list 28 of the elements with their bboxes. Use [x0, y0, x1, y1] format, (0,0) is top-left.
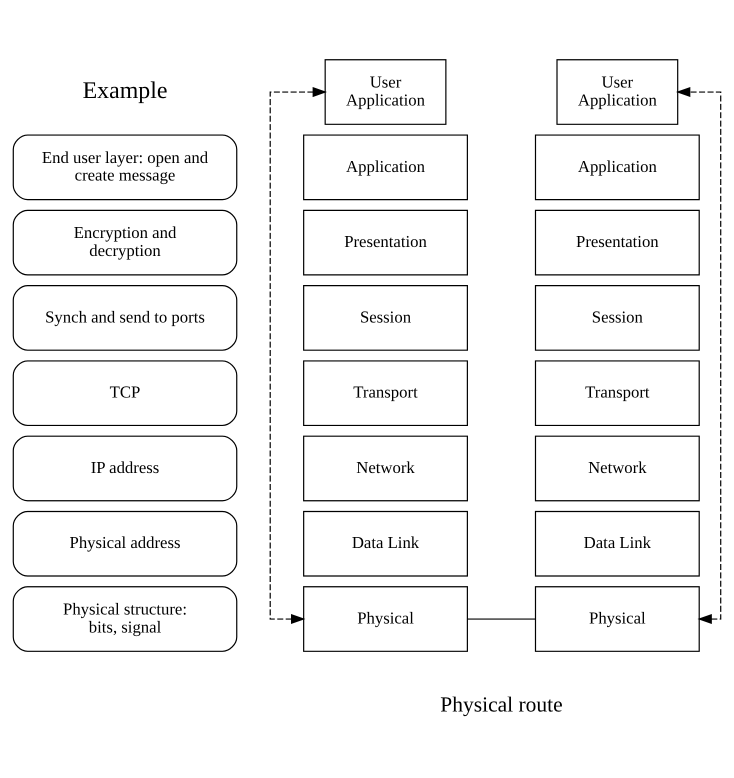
- node-box: Physical: [303, 586, 468, 652]
- connector: [468, 618, 536, 620]
- node-box: Physical: [534, 586, 700, 652]
- arrow: [676, 87, 722, 624]
- node-box: Application: [534, 134, 700, 200]
- arrow: [270, 87, 327, 624]
- node-box: Physical structure: bits, signal: [12, 586, 238, 652]
- node-box: Transport: [303, 360, 468, 426]
- node-box: Presentation: [303, 210, 468, 276]
- node-box: Session: [303, 285, 468, 351]
- node-box: Session: [534, 285, 700, 351]
- node-box: TCP: [12, 360, 238, 426]
- node-box: Synch and send to ports: [12, 285, 238, 351]
- node-box: User Application: [556, 59, 678, 125]
- node-box: Application: [303, 134, 468, 200]
- node-box: Presentation: [534, 210, 700, 276]
- node-box: Physical address: [12, 510, 238, 577]
- node-box: Data Link: [303, 510, 468, 577]
- label: Example: [82, 78, 168, 104]
- node-box: Encryption and decryption: [12, 210, 238, 276]
- node-box: Data Link: [534, 510, 700, 577]
- node-box: Network: [534, 436, 700, 502]
- node-box: User Application: [324, 59, 446, 125]
- node-box: End user layer: open and create message: [12, 134, 238, 200]
- node-box: Transport: [534, 360, 700, 426]
- edge-label: Physical route: [440, 692, 563, 717]
- node-box: Network: [303, 436, 468, 502]
- node-box: IP address: [12, 436, 238, 502]
